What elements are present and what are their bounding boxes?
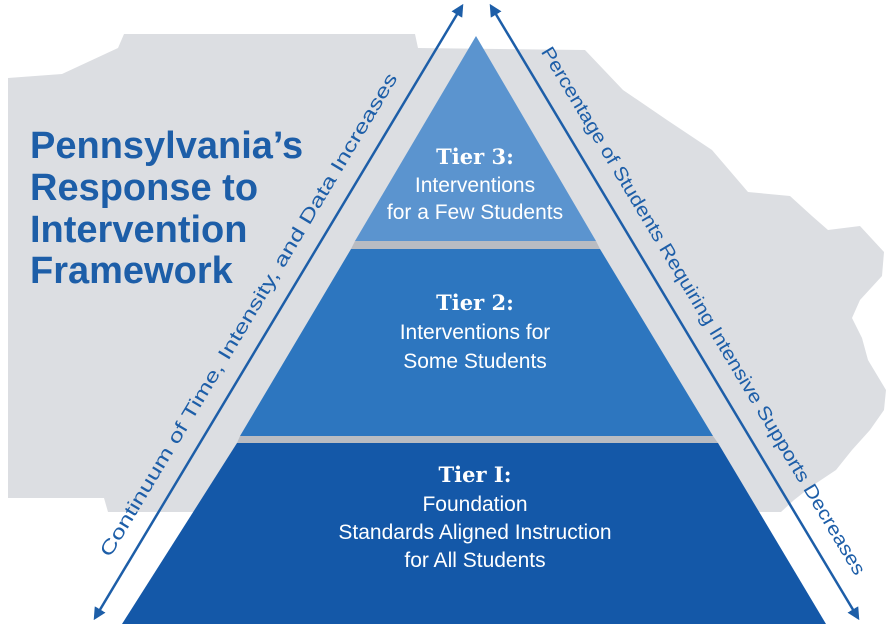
tier-2-heading: Tier 2: <box>436 290 514 315</box>
left-double-arrow <box>93 3 464 621</box>
title-line-4: Framework <box>30 250 234 292</box>
right-double-arrow <box>489 3 860 621</box>
tier-3-line-2: for a Few Students <box>387 201 563 224</box>
title-line-1: Pennsylvania’s <box>30 125 303 167</box>
tier-1-heading: Tier I: <box>439 462 512 487</box>
tier-2-line-1: Interventions for <box>400 321 551 344</box>
separator-upper <box>351 241 600 249</box>
tier-3-line-1: Interventions <box>415 174 535 197</box>
tier-3-heading: Tier 3: <box>436 144 514 169</box>
separator-lower <box>237 436 718 443</box>
title-line-2: Response to <box>30 167 258 209</box>
tier-1-line-2: Standards Aligned Instruction <box>338 521 611 544</box>
tier-2-line-2: Some Students <box>403 350 547 373</box>
tier-1-line-3: for All Students <box>404 549 545 572</box>
tier-1-line-1: Foundation <box>422 493 527 516</box>
title-line-3: Intervention <box>30 209 247 251</box>
